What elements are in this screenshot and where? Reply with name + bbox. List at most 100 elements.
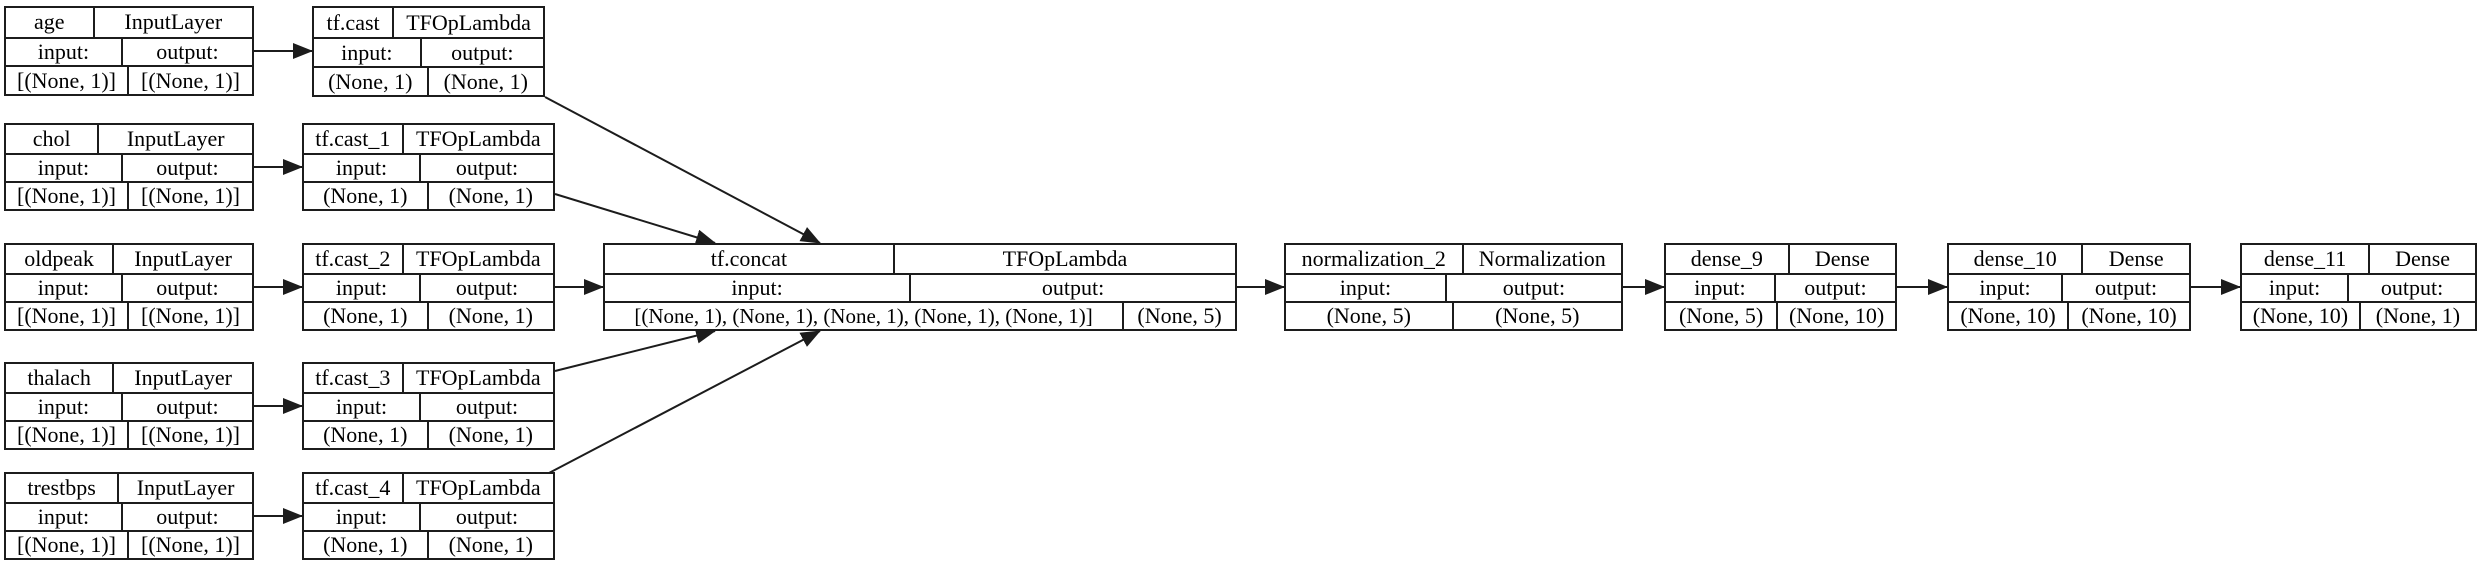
layer-type: TFOpLambda (415, 475, 541, 500)
input-shape: (None, 1) (304, 532, 429, 558)
node-chol: chol InputLayer input: output: [(None, 1… (4, 123, 254, 211)
layer-type: Dense (2108, 246, 2164, 271)
output-shape: (None, 1) (448, 422, 533, 447)
output-shape: (None, 1) (448, 303, 533, 328)
output-label: output: (1041, 275, 1105, 300)
node-tf-cast-3: tf.cast_3 TFOpLambda input: output: (Non… (302, 362, 555, 450)
output-label: output: (156, 504, 219, 529)
input-label: input: (6, 275, 123, 301)
layer-type: Dense (1814, 246, 1870, 271)
layer-type: InputLayer (134, 365, 232, 390)
layer-type: TFOpLambda (415, 365, 541, 390)
input-shape: [(None, 1)] (6, 303, 129, 329)
output-shape: [(None, 1)] (141, 67, 240, 93)
input-shape: (None, 10) (1949, 303, 2069, 329)
input-shape: (None, 1) (314, 68, 429, 95)
layer-name: dense_11 (2242, 245, 2371, 273)
node-thalach: thalach InputLayer input: output: [(None… (4, 362, 254, 450)
output-label: output: (1804, 275, 1867, 300)
input-shape: [(None, 1)] (6, 422, 129, 448)
edge-tf-cast-4-to-tf-concat (548, 330, 821, 474)
layer-name: dense_10 (1949, 245, 2084, 273)
output-shape: [(None, 1)] (141, 303, 240, 328)
layer-name: thalach (6, 364, 115, 392)
layer-type: InputLayer (136, 475, 235, 500)
output-shape: [(None, 1)] (141, 532, 240, 557)
node-oldpeak: oldpeak InputLayer input: output: [(None… (4, 243, 254, 331)
input-shape: (None, 1) (304, 422, 429, 448)
layer-name: tf.cast_1 (304, 125, 404, 153)
input-label: input: (6, 394, 123, 420)
input-label: input: (1286, 275, 1447, 301)
layer-name: oldpeak (6, 245, 115, 273)
layer-name: trestbps (6, 474, 120, 502)
node-tf-concat: tf.concat TFOpLambda input: output: [(No… (603, 243, 1237, 331)
node-dense-10: dense_10 Dense input: output: (None, 10)… (1947, 243, 2191, 331)
input-label: input: (2242, 275, 2350, 301)
output-label: output: (1502, 275, 1566, 300)
node-trestbps: trestbps InputLayer input: output: [(Non… (4, 472, 254, 560)
node-tf-cast-4: tf.cast_4 TFOpLambda input: output: (Non… (302, 472, 555, 560)
input-label: input: (314, 39, 422, 66)
node-normalization-2: normalization_2 Normalization input: out… (1284, 243, 1623, 331)
output-shape: [(None, 1)] (141, 422, 240, 447)
input-label: input: (304, 155, 422, 181)
node-tf-cast: tf.cast TFOpLambda input: output: (None,… (312, 6, 545, 97)
input-shape: [(None, 1)] (6, 183, 129, 209)
layer-name: tf.concat (605, 245, 895, 273)
output-shape: [(None, 1)] (141, 183, 240, 208)
input-label: input: (304, 504, 422, 530)
layer-type: TFOpLambda (415, 246, 541, 271)
input-label: input: (304, 275, 422, 301)
layer-name: age (6, 8, 95, 37)
input-shape: [(None, 1), (None, 1), (None, 1), (None,… (605, 303, 1125, 329)
input-label: input: (304, 394, 422, 420)
input-shape: (None, 5) (1666, 303, 1779, 329)
node-dense-11: dense_11 Dense input: output: (None, 10)… (2240, 243, 2477, 331)
output-label: output: (455, 155, 519, 180)
input-shape: (None, 5) (1286, 303, 1454, 329)
layer-name: dense_9 (1666, 245, 1790, 273)
layer-type: InputLayer (126, 126, 225, 151)
edge-tf-cast-to-tf-concat (544, 96, 821, 244)
output-label: output: (156, 394, 219, 419)
output-shape: (None, 1) (2375, 303, 2461, 328)
output-shape: (None, 1) (448, 532, 533, 557)
layer-name: tf.cast_4 (304, 474, 404, 502)
output-shape: (None, 10) (1788, 303, 1885, 328)
output-label: output: (455, 504, 519, 529)
node-tf-cast-2: tf.cast_2 TFOpLambda input: output: (Non… (302, 243, 555, 331)
output-label: output: (2380, 275, 2444, 300)
layer-type: InputLayer (134, 246, 232, 271)
node-tf-cast-1: tf.cast_1 TFOpLambda input: output: (Non… (302, 123, 555, 211)
input-shape: (None, 1) (304, 303, 429, 329)
input-label: input: (1949, 275, 2063, 301)
input-shape: [(None, 1)] (6, 532, 129, 558)
output-label: output: (156, 38, 219, 64)
output-label: output: (156, 275, 219, 300)
input-label: input: (6, 38, 123, 66)
input-label: input: (605, 275, 912, 301)
output-shape: (None, 1) (448, 183, 533, 208)
layer-type: Normalization (1478, 246, 1606, 271)
node-age: age InputLayer input: output: [(None, 1)… (4, 6, 254, 96)
output-label: output: (156, 155, 219, 180)
output-label: output: (451, 39, 514, 65)
input-shape: [(None, 1)] (6, 67, 129, 94)
output-shape: (None, 5) (1137, 303, 1222, 328)
input-shape: (None, 10) (2242, 303, 2361, 329)
input-label: input: (6, 155, 123, 181)
layer-name: tf.cast_3 (304, 364, 404, 392)
layer-name: normalization_2 (1286, 245, 1464, 273)
input-shape: (None, 1) (304, 183, 429, 209)
node-dense-9: dense_9 Dense input: output: (None, 5) (… (1664, 243, 1897, 331)
output-label: output: (455, 394, 519, 419)
edge-tf-cast-1-to-tf-concat (554, 193, 716, 246)
layer-type: TFOpLambda (415, 126, 541, 151)
layer-type: TFOpLambda (1002, 246, 1128, 271)
edge-tf-cast-3-to-tf-concat (554, 327, 716, 372)
layer-type: InputLayer (124, 9, 223, 35)
output-label: output: (455, 275, 519, 300)
